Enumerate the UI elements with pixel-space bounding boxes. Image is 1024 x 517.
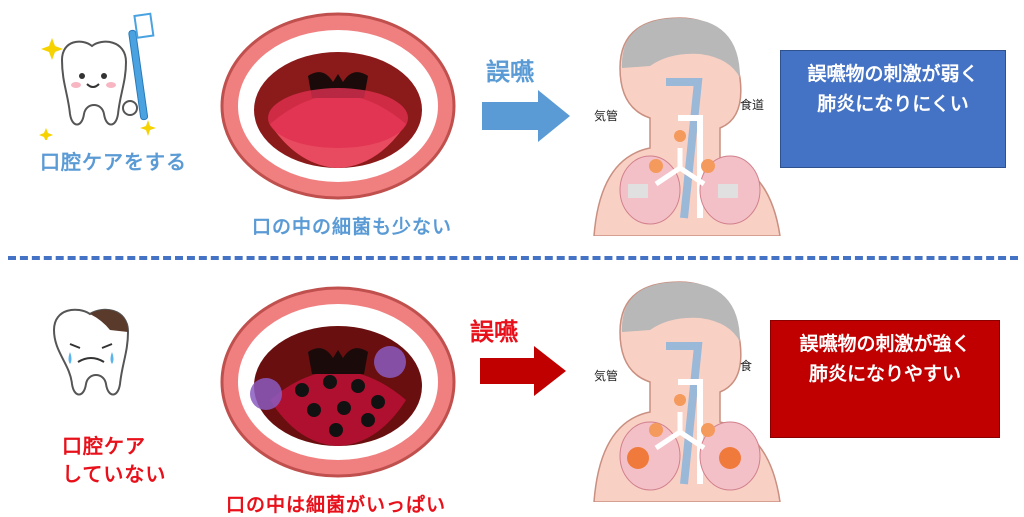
arrow-right-red-icon xyxy=(480,346,566,396)
no-care-label-line1: 口腔ケア xyxy=(62,434,146,458)
callout-strong-stimulus: 誤嚥物の刺激が強く 肺炎になりやすい xyxy=(770,320,1000,438)
aspiration-label-bottom: 誤嚥 xyxy=(470,318,518,346)
happy-tooth-icon xyxy=(39,12,156,140)
no-care-label-line2: していない xyxy=(62,462,167,486)
esophagus-label-bottom: 食 xyxy=(740,359,753,373)
no-care-label: 口腔ケア していない xyxy=(62,432,182,488)
mouth-caption-many-bacteria: 口の中は細菌がいっぱい xyxy=(226,494,447,516)
callout-weak-line1: 誤嚥物の刺激が弱く xyxy=(807,63,979,85)
healthy-mouth-illustration xyxy=(220,12,456,200)
section-divider xyxy=(8,256,1018,260)
sad-tooth-icon xyxy=(52,308,130,396)
good-care-label: 口腔ケアをする xyxy=(40,150,187,174)
esophagus-label-top: 食道 xyxy=(740,98,765,112)
arrow-right-icon xyxy=(482,90,570,142)
aspiration-label-top: 誤嚥 xyxy=(486,58,534,86)
callout-strong-line2: 肺炎になりやすい xyxy=(808,363,961,385)
anatomy-diagram-top xyxy=(593,17,781,236)
infected-mouth-illustration xyxy=(220,286,456,478)
callout-weak-line2: 肺炎になりにくい xyxy=(817,93,969,115)
callout-strong-line1: 誤嚥物の刺激が強く xyxy=(799,333,971,355)
mouth-caption-few-bacteria: 口の中の細菌も少ない xyxy=(252,216,453,238)
trachea-label-bottom: 気管 xyxy=(594,369,619,383)
trachea-label-top: 気管 xyxy=(594,109,619,123)
callout-weak-stimulus: 誤嚥物の刺激が弱く 肺炎になりにくい xyxy=(780,50,1006,168)
anatomy-diagram-bottom xyxy=(593,281,781,502)
